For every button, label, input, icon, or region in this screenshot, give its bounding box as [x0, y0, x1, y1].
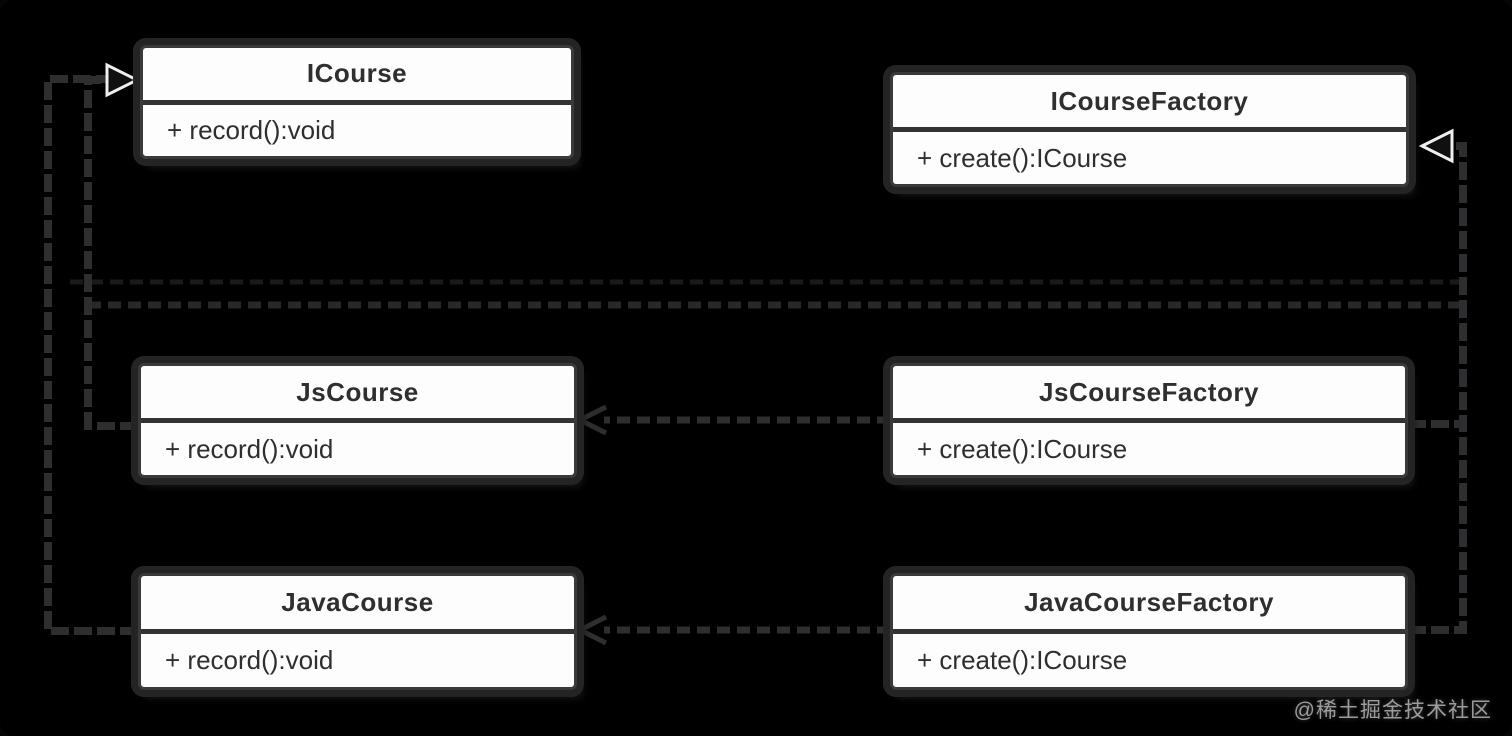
class-name-icourse: ICourse: [143, 48, 571, 105]
class-member-icourse: + record():void: [167, 114, 336, 145]
class-name-icoursefactory: ICourseFactory: [893, 75, 1406, 132]
dependency-arrowhead-javacourse-icon: [574, 614, 608, 646]
class-box-jscourse: JsCourse + record():void: [138, 363, 577, 478]
class-box-icoursefactory: ICourseFactory + create():ICourse: [890, 72, 1409, 187]
realization-line-jscourse-icourse: [84, 76, 138, 430]
class-box-javacoursefactory: JavaCourseFactory + create():ICourse: [890, 573, 1408, 690]
watermark-text: @稀土掘金技术社区: [1293, 699, 1492, 722]
realization-triangle-icourse-icon: [105, 62, 141, 98]
class-name-jscoursefactory: JsCourseFactory: [893, 366, 1405, 423]
class-box-icourse: ICourse + record():void: [140, 45, 574, 159]
class-member-javacourse: + record():void: [165, 645, 334, 675]
realization-line-javacourse-icourse: [44, 75, 138, 635]
class-name-javacoursefactory: JavaCourseFactory: [893, 576, 1405, 634]
realization-line-javacoursefactory-icoursefactory: [1408, 424, 1467, 634]
realization-triangle-icoursefactory-icon: [1418, 128, 1454, 164]
class-box-javacourse: JavaCourse + record():void: [138, 573, 577, 690]
realization-line-jscoursefactory-icoursefactory: [1408, 142, 1467, 428]
class-name-jscourse: JsCourse: [141, 366, 574, 423]
class-member-jscourse: + record():void: [165, 433, 334, 464]
class-member-jscoursefactory: + create():ICourse: [917, 433, 1128, 464]
class-box-jscoursefactory: JsCourseFactory + create():ICourse: [890, 363, 1408, 478]
class-member-icoursefactory: + create():ICourse: [917, 142, 1128, 173]
dependency-arrowhead-jscourse-icon: [574, 404, 608, 436]
class-member-javacoursefactory: + create():ICourse: [917, 645, 1128, 675]
class-name-javacourse: JavaCourse: [141, 576, 574, 634]
